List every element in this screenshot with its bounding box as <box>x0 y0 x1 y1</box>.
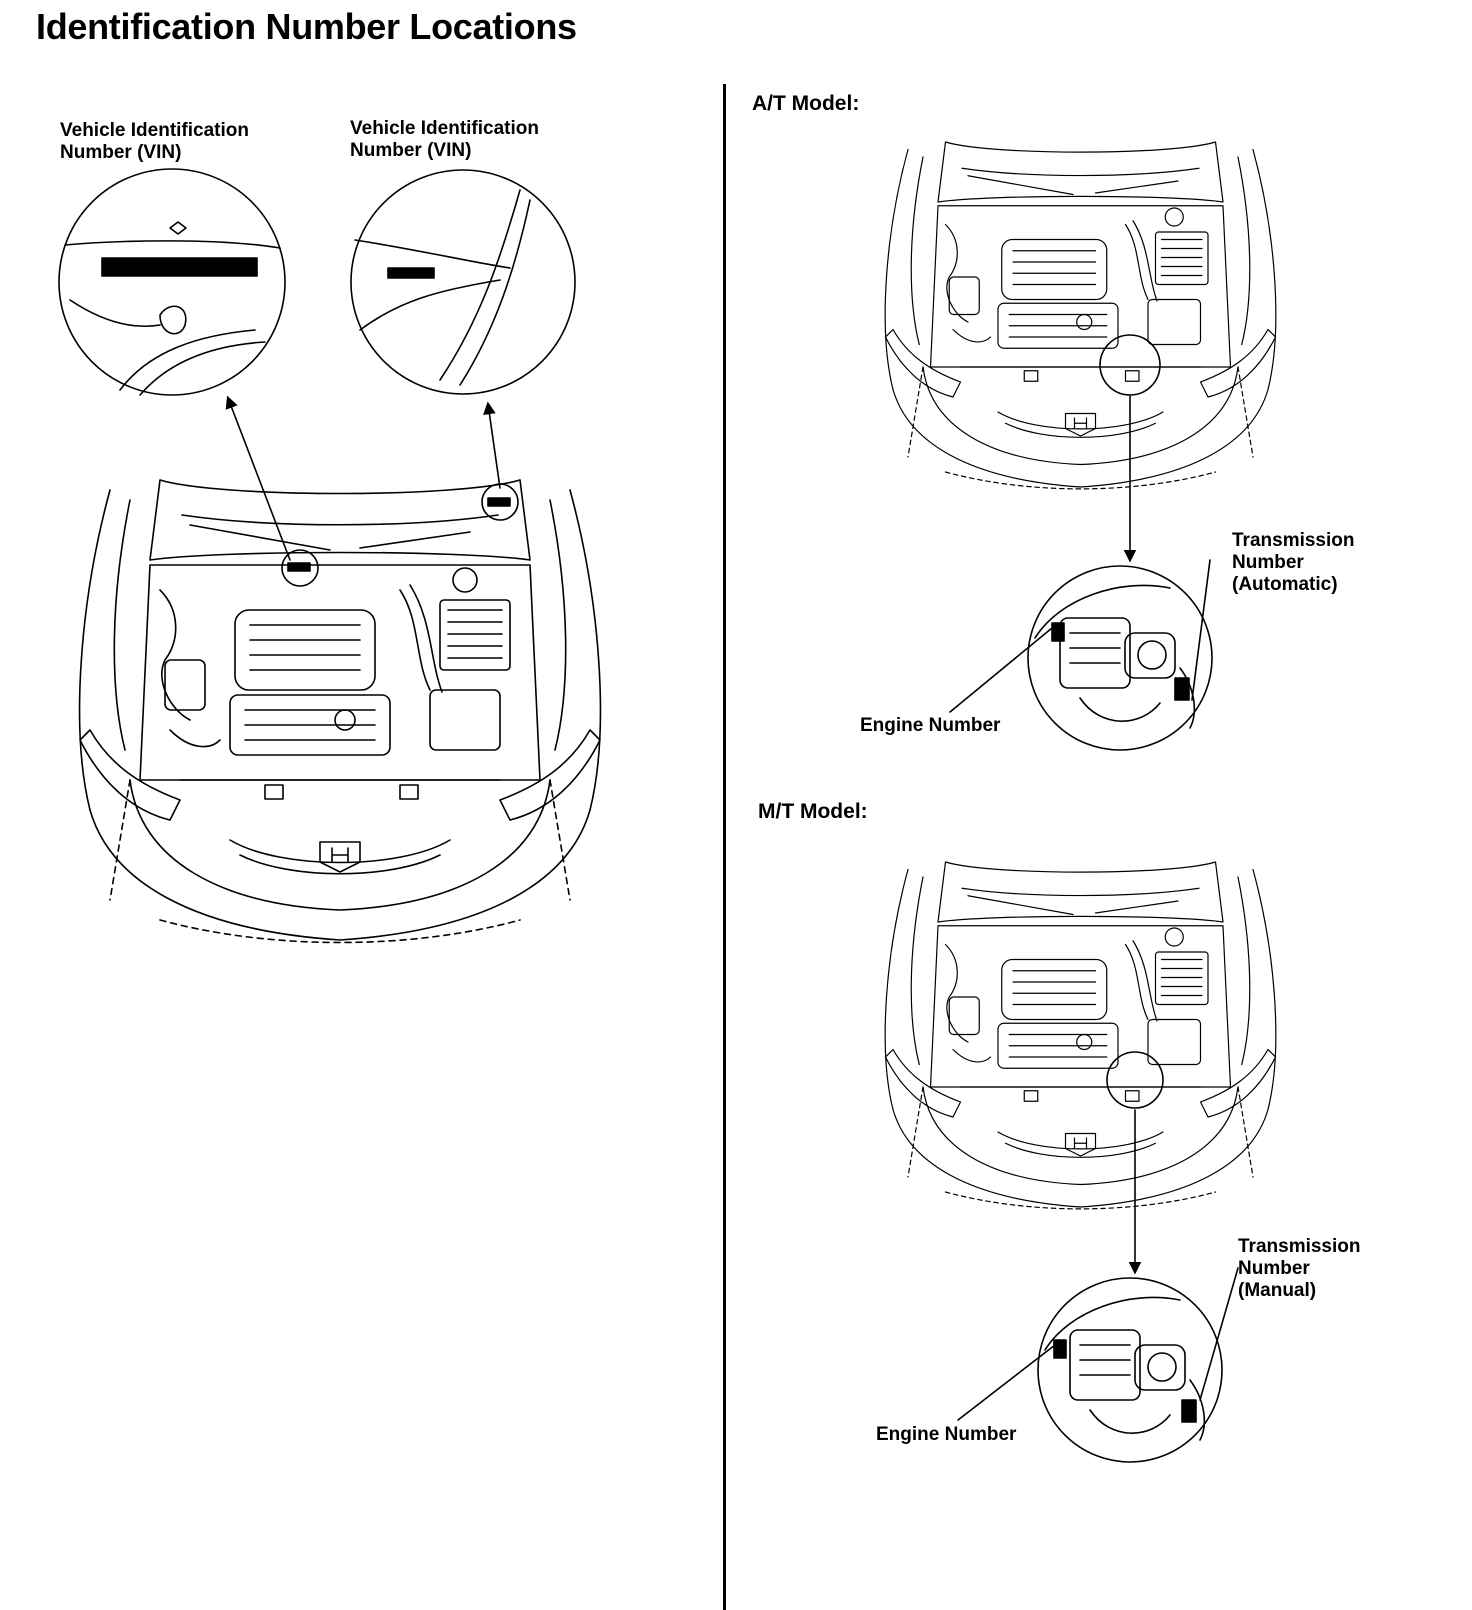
vin-location-marker-2 <box>481 483 519 521</box>
at-transmission-detail-circle <box>1027 565 1213 751</box>
mt-location-marker <box>1106 1051 1164 1109</box>
vin-label-2-line-2: Number (VIN) <box>350 140 472 161</box>
vin-plate-mark-2 <box>487 497 511 507</box>
mt-transmission-line-3: (Manual) <box>1238 1280 1317 1301</box>
mt-car-drawing <box>884 861 1277 1210</box>
at-transmission-leader <box>1191 559 1211 701</box>
vin-label-1: Vehicle Identification Number (VIN) <box>60 120 249 164</box>
at-engine-leader <box>949 627 1053 713</box>
vin-label-1-line-1: Vehicle Identification <box>60 120 249 141</box>
column-divider <box>723 84 726 1610</box>
at-car-drawing <box>884 141 1277 490</box>
vin-plate-mark-1 <box>287 562 311 572</box>
at-transmission-line-3: (Automatic) <box>1232 574 1338 595</box>
vin-arrow-2 <box>483 401 501 489</box>
at-transmission-line-2: Number <box>1232 552 1304 573</box>
vin-label-2: Vehicle Identification Number (VIN) <box>350 118 539 162</box>
at-transmission-line-1: Transmission <box>1232 530 1355 551</box>
at-model-heading: A/T Model: <box>752 92 860 115</box>
mt-engine-label: Engine Number <box>876 1424 1017 1445</box>
mt-transmission-label: Transmission Number (Manual) <box>1238 1236 1361 1302</box>
at-transmission-label: Transmission Number (Automatic) <box>1232 530 1355 596</box>
page-title: Identification Number Locations <box>36 6 577 47</box>
at-location-marker <box>1099 334 1161 396</box>
vin-label-2-line-1: Vehicle Identification <box>350 118 539 139</box>
mt-transmission-line-2: Number <box>1238 1258 1310 1279</box>
mt-transmission-leader <box>1199 1267 1239 1401</box>
mt-model-heading: M/T Model: <box>758 800 868 823</box>
vin-detail-circle-2 <box>350 169 576 395</box>
mt-transmission-detail-circle <box>1037 1277 1223 1463</box>
at-engine-label: Engine Number <box>860 715 1001 736</box>
vin-detail-circle-1 <box>58 168 286 396</box>
mt-transmission-line-1: Transmission <box>1238 1236 1361 1257</box>
main-car-drawing <box>78 479 602 944</box>
vin-label-1-line-2: Number (VIN) <box>60 142 182 163</box>
vin-location-marker-1 <box>281 549 319 587</box>
vin-arrow-1 <box>225 395 291 561</box>
mt-engine-leader <box>957 1344 1056 1421</box>
